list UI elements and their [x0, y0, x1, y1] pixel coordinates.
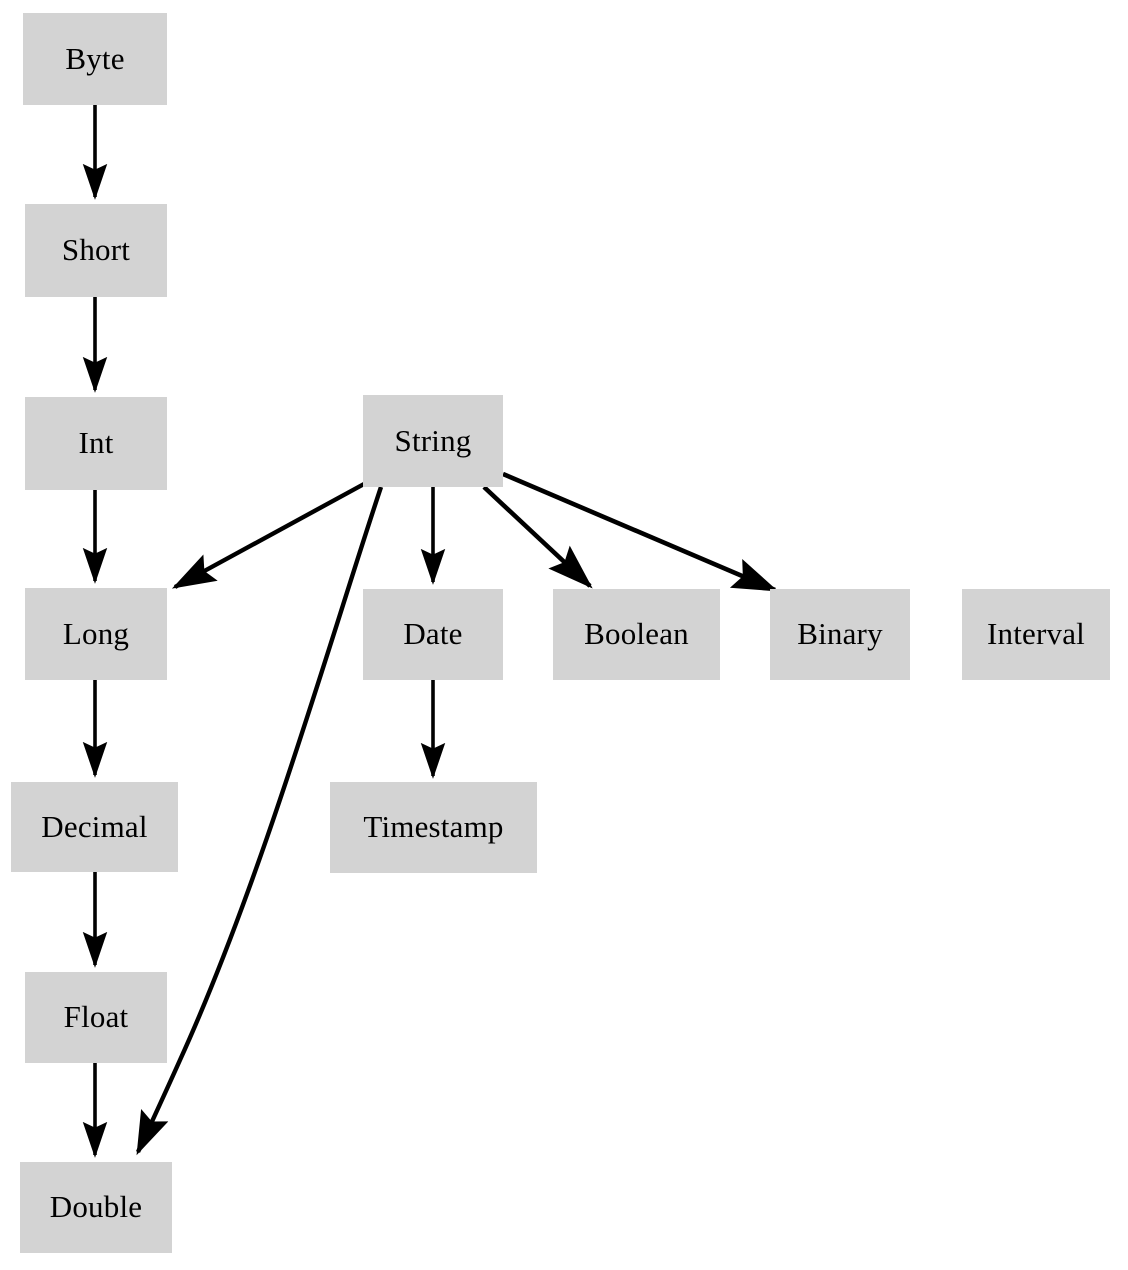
node-int[interactable]: Int — [25, 397, 167, 490]
node-decimal-label: Decimal — [41, 808, 148, 844]
node-timestamp-label: Timestamp — [363, 809, 504, 844]
node-double[interactable]: Double — [20, 1162, 172, 1253]
node-timestamp[interactable]: Timestamp — [330, 782, 537, 873]
edge-string-long — [171, 482, 366, 589]
node-int-label: Int — [78, 425, 114, 460]
node-boolean[interactable]: Boolean — [553, 589, 720, 680]
node-byte[interactable]: Byte — [23, 13, 167, 105]
node-long[interactable]: Long — [25, 588, 167, 680]
node-short[interactable]: Short — [25, 204, 167, 297]
node-date[interactable]: Date — [363, 589, 503, 680]
node-float[interactable]: Float — [25, 972, 167, 1063]
node-long-label: Long — [62, 615, 130, 651]
edge-string-boolean — [482, 485, 593, 589]
node-decimal[interactable]: Decimal — [11, 782, 178, 872]
node-double-label: Double — [49, 1189, 143, 1224]
edge-string-binary — [502, 471, 779, 593]
node-binary-label: Binary — [797, 616, 883, 651]
node-binary[interactable]: Binary — [770, 589, 910, 680]
node-float-label: Float — [63, 999, 129, 1034]
node-boolean-label: Boolean — [584, 616, 689, 651]
node-interval[interactable]: Interval — [962, 589, 1110, 680]
node-interval-label: Interval — [987, 616, 1085, 651]
node-short-label: Short — [61, 232, 131, 267]
node-date-label: Date — [403, 616, 463, 651]
node-byte-label: Byte — [65, 40, 125, 76]
node-string-label: String — [394, 422, 472, 458]
node-string[interactable]: String — [363, 395, 503, 487]
